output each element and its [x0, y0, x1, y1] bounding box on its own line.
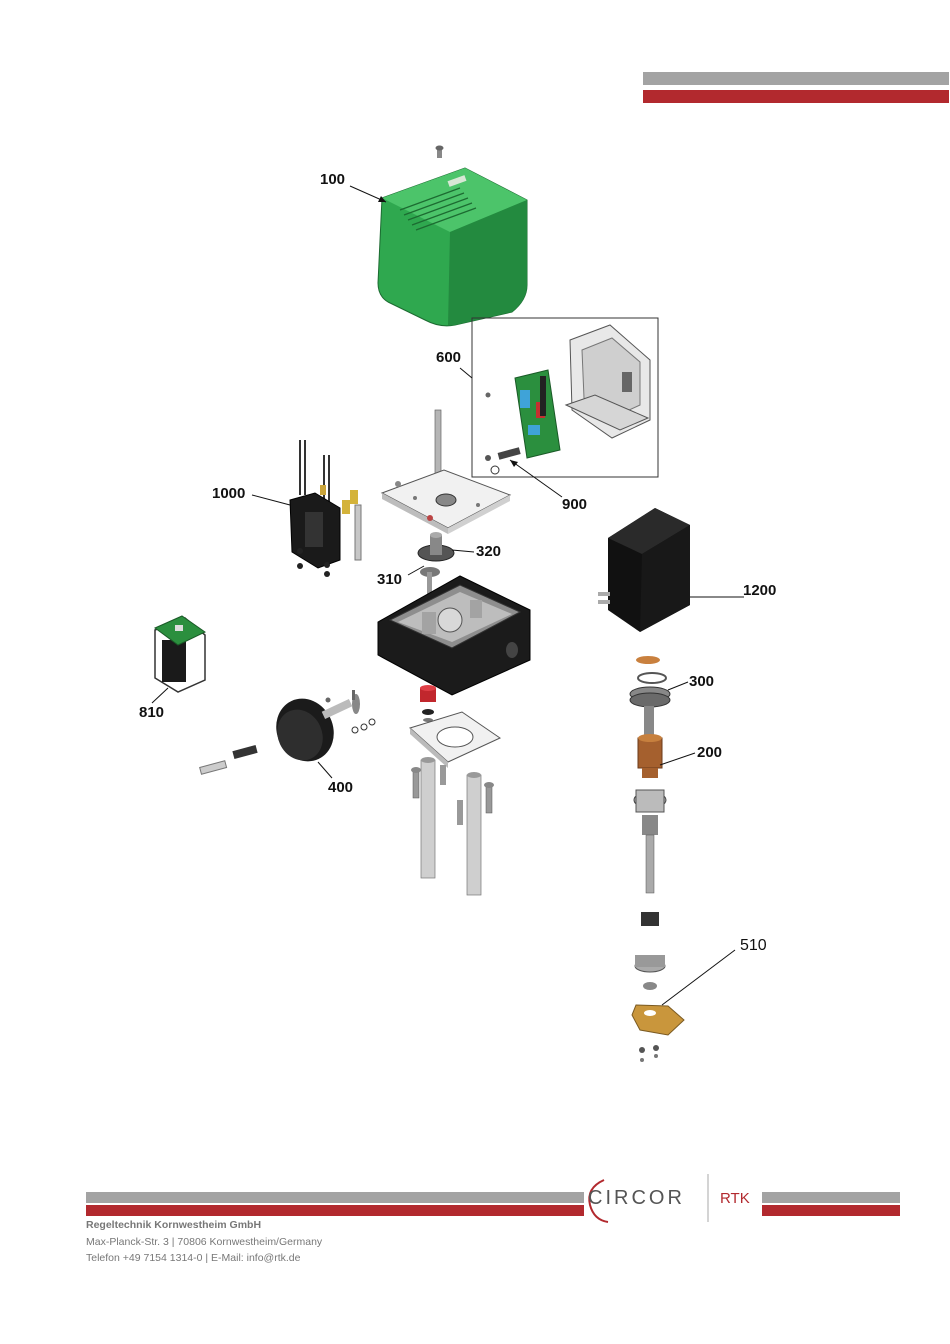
- footer-address: Max-Planck-Str. 3 | 70806 Kornwestheim/G…: [86, 1236, 322, 1248]
- callout-810: 810: [139, 704, 164, 721]
- callout-1200: 1200: [743, 582, 776, 599]
- callout-900: 900: [562, 496, 587, 513]
- callout-510: 510: [740, 937, 767, 955]
- shaft-pin-part: [200, 745, 258, 774]
- footer-bar-red-right: [762, 1205, 900, 1216]
- mounting-bracket-part: [566, 325, 650, 438]
- leader-1000: [252, 495, 290, 505]
- plate-510-part: [632, 1005, 684, 1062]
- leader-510: [662, 950, 735, 1005]
- limit-switch-assembly-part: [290, 440, 361, 577]
- base-plate-part: [382, 470, 510, 534]
- brand-circor: CIRCOR: [588, 1187, 685, 1210]
- footer-company: Regeltechnik Kornwestheim GmbH: [86, 1219, 261, 1231]
- mounting-bolts-part: [411, 757, 494, 895]
- leader-900: [510, 460, 562, 497]
- callout-100: 100: [320, 171, 345, 188]
- leader-300: [668, 682, 688, 690]
- footer-contact: Telefon +49 7154 1314-0 | E-Mail: info@r…: [86, 1252, 300, 1264]
- leader-400: [318, 762, 332, 778]
- callout-600: 600: [436, 349, 461, 366]
- enclosure-1200-part: [598, 508, 690, 632]
- leader-200: [660, 753, 695, 765]
- module-810-part: [155, 616, 205, 692]
- brand-rtk: RTK: [720, 1190, 750, 1207]
- spindle-stack-part: [630, 656, 670, 990]
- footer-bar-gray-right: [762, 1192, 900, 1203]
- callout-320: 320: [476, 543, 501, 560]
- callout-310: 310: [377, 571, 402, 588]
- circuit-board-part: [515, 370, 560, 458]
- cover-part: [378, 168, 527, 326]
- handwheel-part: [266, 689, 375, 771]
- footer-bar-red-left: [86, 1205, 584, 1216]
- callout-200: 200: [697, 744, 722, 761]
- main-housing-part: [378, 576, 530, 695]
- cover-screw: [436, 146, 444, 159]
- callout-400: 400: [328, 779, 353, 796]
- red-bushing-part: [420, 685, 436, 722]
- callout-300: 300: [689, 673, 714, 690]
- callout-1000: 1000: [212, 485, 245, 502]
- leader-810: [152, 688, 168, 703]
- footer-bar-gray-left: [86, 1192, 584, 1203]
